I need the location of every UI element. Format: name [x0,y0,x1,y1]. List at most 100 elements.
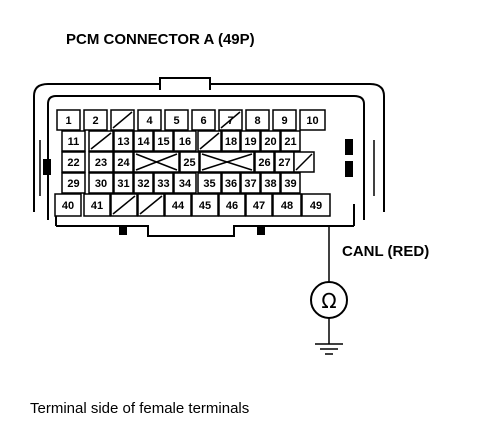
terminal-cell [254,151,275,173]
terminal-number: 27 [278,157,290,169]
terminal-cell [245,193,273,217]
terminal-number: 47 [253,200,265,212]
terminal-cell [245,109,270,131]
terminal-number: 31 [117,178,129,190]
terminal-number: 34 [179,178,192,190]
terminal-cell [133,130,154,152]
terminal-cell [240,172,261,194]
blocked-cavity-cross [201,153,253,171]
terminal-cell [153,172,174,194]
blocked-cavity-cross [135,153,178,171]
terminal-number: 37 [244,178,256,190]
terminal-number: 19 [244,136,256,148]
terminal-cell [218,193,246,217]
ohm-icon: Ω [321,289,336,313]
terminal-number: 40 [62,200,74,212]
terminal-number: 33 [157,178,169,190]
terminal-cell [301,193,331,217]
terminal-cell [240,130,261,152]
terminal-number: 49 [310,200,322,212]
terminal-cell [173,172,197,194]
terminal-cell [164,109,189,131]
terminal-number: 25 [183,157,195,169]
terminal-number: 39 [284,178,296,190]
terminal-number: 9 [281,115,287,127]
terminal-cell [164,193,192,217]
terminal-number: 29 [67,178,79,190]
terminal-cell [113,172,134,194]
terminal-number: 16 [179,136,191,148]
terminal-cell [54,193,82,217]
terminal-cell [280,130,301,152]
terminal-cell [280,172,301,194]
terminal-number: 10 [306,115,318,127]
terminal-cell [191,193,219,217]
terminal-number: 14 [137,136,150,148]
terminal-cell [299,109,326,131]
terminal-cell [83,193,111,217]
terminal-cell [113,151,134,173]
unused-terminal-slash [199,132,220,150]
terminal-number: 44 [172,200,185,212]
terminal-cell [61,130,86,152]
terminal-cell [260,172,281,194]
terminal-cell [61,151,86,173]
terminal-number: 20 [264,136,276,148]
terminal-number: 15 [157,136,169,148]
terminal-cell [221,172,241,194]
terminal-number: 24 [117,157,130,169]
terminal-number: 8 [254,115,260,127]
terminal-cell [221,130,241,152]
unused-terminal-slash [295,153,313,171]
terminal-cell [137,109,162,131]
terminal-cell [56,109,81,131]
diagram-caption: Terminal side of female terminals [30,400,249,417]
terminal-number: 45 [199,200,211,212]
terminal-number: 11 [68,136,80,148]
unused-terminal-slash [139,195,163,215]
terminal-number: 2 [92,115,98,127]
terminal-number: 38 [264,178,276,190]
terminal-number: 1 [65,115,71,127]
terminal-number: 30 [95,178,107,190]
unused-terminal-slash [112,111,133,129]
terminal-cell [272,109,297,131]
terminal-cell [83,109,108,131]
terminal-number: 23 [95,157,107,169]
terminal-cell [88,151,114,173]
terminal-number: 7 [227,115,233,127]
terminal-cell [197,172,222,194]
terminal-cell [61,172,86,194]
terminal-cell [133,172,154,194]
terminal-cell [153,130,174,152]
terminal-number: 32 [137,178,149,190]
wire-label: CANL (RED) [342,243,429,260]
ground-icon [315,318,343,355]
terminal-cell [272,193,302,217]
unused-terminal-slash [220,111,241,129]
unused-terminal-slash [90,132,112,150]
unused-terminal-slash [112,195,136,215]
terminal-number: 6 [200,115,206,127]
terminal-cell [260,130,281,152]
terminal-cell [113,130,134,152]
terminal-cell [88,172,114,194]
terminal-number: 46 [226,200,238,212]
terminal-number: 35 [203,178,215,190]
terminal-number: 5 [173,115,179,127]
terminal-number: 4 [146,115,153,127]
ohmmeter-symbol: Ω [310,281,348,319]
diagram-title: PCM CONNECTOR A (49P) [66,31,255,48]
terminal-cell [191,109,216,131]
terminal-number: 13 [117,136,129,148]
terminal-number: 22 [67,157,79,169]
terminal-cell [173,130,197,152]
terminal-number: 21 [284,136,296,148]
terminal-number: 48 [281,200,293,212]
terminal-number: 18 [225,136,237,148]
terminal-number: 41 [91,200,103,212]
terminal-number: 26 [258,157,270,169]
terminal-cell [179,151,200,173]
